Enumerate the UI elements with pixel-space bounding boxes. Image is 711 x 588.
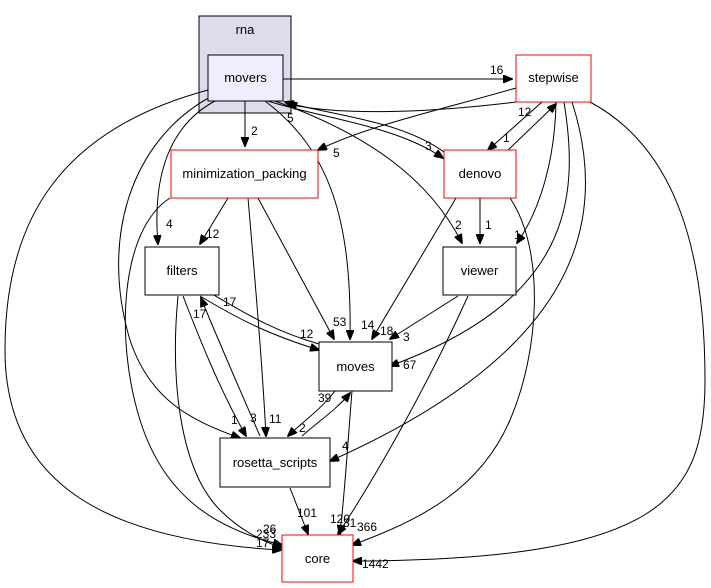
edge-stepwise-movers <box>288 102 517 113</box>
edge-label-movers-minimization-packing: 2 <box>251 124 258 138</box>
edge-label-stepwise-minimization-packing: 5 <box>333 146 340 160</box>
edge-label-filters-moves: 12 <box>300 327 314 341</box>
node-denovo-label: denovo <box>459 166 502 181</box>
edge-rosetta-scripts-filters <box>201 298 261 437</box>
edge-movers-filters <box>157 100 216 244</box>
edge-movers-denovo <box>267 100 443 158</box>
node-rosetta-scripts[interactable]: rosetta_scripts <box>219 437 331 488</box>
edges <box>4 79 706 561</box>
edge-filters-moves <box>199 295 319 350</box>
edge-stepwise-minimization-packing <box>318 87 517 150</box>
edge-minimization-packing-moves <box>257 197 334 339</box>
edge-minimization-packing-rosetta-scripts <box>247 197 266 436</box>
edge-stepwise-rosetta-scripts <box>330 101 587 461</box>
edge-label-movers-core: 120 <box>330 512 350 526</box>
edge-movers-rosetta-scripts <box>118 95 240 438</box>
edge-label-denovo-stepwise: 12 <box>518 105 532 119</box>
edge-stepwise-core <box>353 101 706 561</box>
node-moves[interactable]: moves <box>318 341 393 392</box>
edge-label-minimization-packing-moves: 53 <box>333 315 347 329</box>
edge-viewer-moves <box>390 295 459 339</box>
edge-label-stepwise-movers: 5 <box>287 111 294 125</box>
edge-minimization-packing-filters <box>200 197 229 244</box>
edge-filters-rosetta-scripts <box>182 295 246 436</box>
node-minimization-packing[interactable]: minimization_packing <box>170 149 319 199</box>
node-filters-label: filters <box>166 263 198 278</box>
edge-label-denovo-core: 366 <box>357 520 377 534</box>
node-viewer-label: viewer <box>461 263 499 278</box>
edge-label-rosetta-scripts-filters: 17 <box>193 307 207 321</box>
edge-moves-rosetta-scripts <box>288 390 336 436</box>
edge-moves-core <box>340 390 353 534</box>
node-viewer[interactable]: viewer <box>442 246 517 296</box>
node-core[interactable]: core <box>281 534 354 583</box>
node-stepwise[interactable]: stepwise <box>515 54 592 103</box>
edge-denovo-core <box>352 197 535 545</box>
edge-label-denovo-moves: 18 <box>380 324 394 338</box>
edge-denovo-moves <box>372 197 457 339</box>
node-rosetta-scripts-label: rosetta_scripts <box>233 455 318 470</box>
cluster-rna-label: rna <box>236 22 256 37</box>
edge-label-movers-denovo: 3 <box>425 139 432 153</box>
node-stepwise-label: stepwise <box>528 70 579 85</box>
edge-denovo-stepwise <box>505 104 556 153</box>
node-denovo[interactable]: denovo <box>443 149 517 199</box>
edge-labels: 16 2 3 5 5 1 12 4 12 2 1 1 17 17 12 53 1… <box>166 63 532 571</box>
edge-label-movers-rosetta-scripts: 1 <box>231 413 238 427</box>
edge-label-denovo-viewer: 1 <box>485 218 492 232</box>
node-filters[interactable]: filters <box>144 246 220 296</box>
edge-minimization-packing-core <box>124 197 282 545</box>
node-movers[interactable]: movers <box>207 54 284 102</box>
edge-label-movers-core-b: 233 <box>256 527 276 541</box>
edge-viewer-core <box>338 295 469 534</box>
edge-stepwise-denovo <box>488 101 543 150</box>
edge-label-minimization-packing-core: 26 <box>263 522 277 536</box>
edge-stepwise-viewer <box>517 101 557 243</box>
edge-label-minimization-packing-rosetta-scripts: 11 <box>269 412 282 426</box>
edge-stepwise-moves <box>390 101 570 366</box>
edge-label-stepwise-denovo: 1 <box>503 131 510 145</box>
edge-label-viewer-core: 31 <box>343 516 357 530</box>
edge-movers-viewer <box>274 100 462 243</box>
edge-label-movers-filters: 4 <box>166 217 173 231</box>
edge-filters-core <box>174 295 282 548</box>
node-core-label: core <box>305 551 330 566</box>
edge-rosetta-scripts-core <box>289 487 308 534</box>
edge-label-movers-viewer: 2 <box>455 218 462 232</box>
edge-movers-moves <box>264 100 350 339</box>
edge-movers-core <box>4 89 281 550</box>
node-minimization-packing-label: minimization_packing <box>182 166 306 181</box>
edge-label-moves-rosetta-scripts: 2 <box>299 421 306 435</box>
edge-label-filters-core: 17 <box>256 536 270 550</box>
node-movers-label: movers <box>224 70 267 85</box>
edge-label-movers-moves: 14 <box>361 318 375 332</box>
edge-label-minimization-packing-filters: 12 <box>206 227 220 241</box>
edge-label-moves-core: 4 <box>342 439 349 453</box>
edge-label-viewer-moves: 3 <box>403 330 410 344</box>
edge-label-rosetta-scripts-moves: 39 <box>318 391 332 405</box>
edge-label-filters-rosetta-scripts: 3 <box>250 411 257 425</box>
edge-label-moves-filters: 17 <box>223 295 237 309</box>
edge-rosetta-scripts-moves <box>301 393 350 437</box>
node-moves-label: moves <box>336 359 375 374</box>
edge-label-stepwise-moves: 67 <box>403 358 417 372</box>
edge-label-movers-stepwise: 16 <box>490 63 504 77</box>
edge-label-stepwise-viewer: 1 <box>514 228 521 242</box>
edge-label-rosetta-scripts-core: 101 <box>297 506 317 520</box>
edge-label-stepwise-core: 1442 <box>362 557 389 571</box>
